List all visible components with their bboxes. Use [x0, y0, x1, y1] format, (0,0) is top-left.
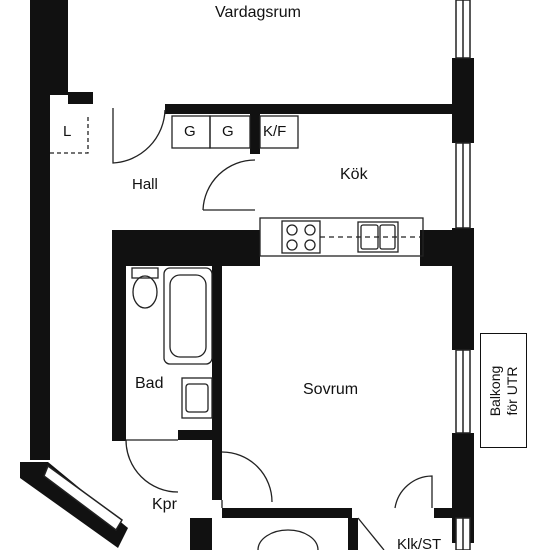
- room-label-living: Vardagsrum: [215, 4, 301, 21]
- closet-door: [221, 451, 273, 508]
- wall-living-notch: [50, 0, 68, 95]
- round-window-bottom: [257, 529, 319, 550]
- wardrobe-2: [209, 115, 251, 149]
- wall-living-notch-bottom: [68, 92, 93, 104]
- fixtures: [50, 108, 433, 550]
- bath-sink: [181, 377, 213, 419]
- wall-closet-right: [212, 440, 222, 500]
- room-label-kitchen: Kök: [340, 166, 368, 183]
- tag-fridge-freezer: K/F: [263, 123, 287, 140]
- room-label-bedroom: Sovrum: [303, 381, 359, 398]
- storage-door: [394, 475, 433, 509]
- wall-living-kitchen: [165, 104, 455, 114]
- room-label-storage: Klk/ST: [397, 536, 442, 553]
- kitchen-counter: [259, 217, 424, 257]
- tag-linen: L: [63, 123, 72, 140]
- room-label-bath: Bad: [135, 375, 164, 392]
- wall-bath-bottom-right: [178, 430, 222, 440]
- wall-bath-right: [212, 266, 222, 441]
- tag-wardrobe-2: G: [222, 123, 234, 140]
- wall-bottom-mid: [222, 508, 352, 518]
- wall-bottom-right: [434, 508, 454, 518]
- balcony-label-box: Balkong för UTR: [480, 333, 527, 448]
- hall-door: [112, 108, 166, 164]
- wall-bottom-left-closet: [190, 518, 212, 550]
- walls: [20, 0, 474, 550]
- balcony-label-line2: för UTR: [503, 366, 520, 415]
- wall-left-angled: [20, 462, 128, 548]
- wall-kitchen-bottom: [420, 230, 454, 266]
- wall-right-lower: [452, 433, 474, 543]
- window-angled: [43, 464, 123, 532]
- bathtub: [163, 267, 213, 365]
- wall-right-top: [452, 58, 474, 143]
- wall-bath-left: [112, 266, 126, 441]
- kitchen-door: [202, 159, 256, 211]
- wall-bath-top: [112, 230, 260, 266]
- balcony-label-line1: Balkong: [486, 365, 503, 416]
- balcony-label: Balkong för UTR: [487, 365, 521, 416]
- tag-wardrobe-1: G: [184, 123, 196, 140]
- room-label-closet: Kpr: [152, 496, 177, 513]
- bath-door: [125, 439, 179, 493]
- wall-bath-bottom: [112, 430, 126, 440]
- fridge-freezer: [259, 115, 299, 149]
- wall-kitchen-left: [250, 114, 260, 154]
- windows: [43, 0, 471, 550]
- toilet-bowl: [132, 275, 158, 309]
- room-label-hall: Hall: [132, 176, 158, 193]
- toilet-tank: [131, 267, 159, 279]
- wall-left-upper: [30, 0, 50, 460]
- wall-right-mid: [452, 228, 474, 350]
- linen-closet-outline: [50, 117, 89, 154]
- wall-bottom-storage: [348, 518, 358, 550]
